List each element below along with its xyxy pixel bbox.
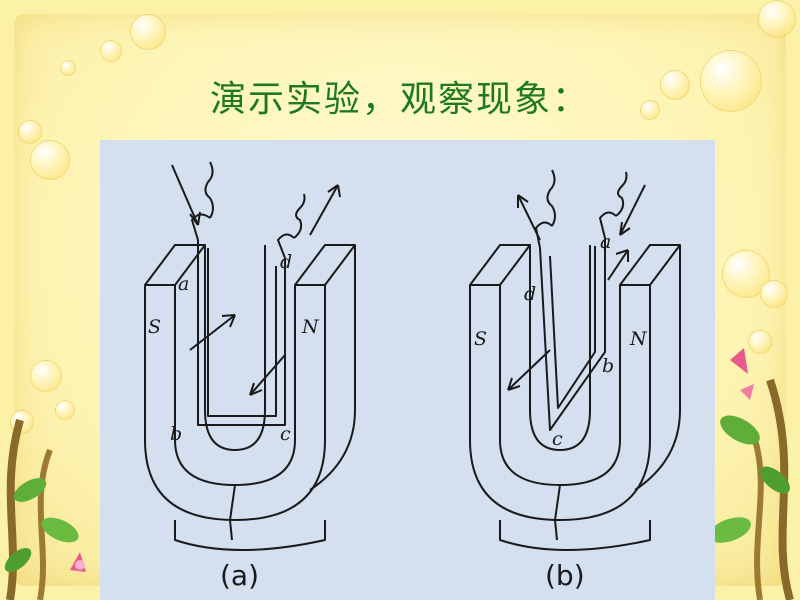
magnet-experiment-figure: a d b c S N a d b c S N (a) (b) (100, 140, 715, 600)
label-a-panel-b: a (600, 231, 611, 253)
bubble-decoration (700, 50, 762, 112)
bubble-decoration (55, 400, 75, 420)
bubble-decoration (30, 140, 70, 180)
bubble-decoration (748, 330, 772, 354)
label-c-panel-b: c (552, 428, 563, 450)
bubble-decoration (30, 360, 62, 392)
label-S-panel-a: S (148, 316, 161, 338)
label-N-panel-a: N (301, 316, 320, 338)
bubble-decoration (758, 0, 796, 38)
slide-title: 演示实验，观察现象： (209, 79, 590, 120)
label-d-panel-a: d (280, 251, 292, 273)
panel-a-diagram (144, 161, 356, 551)
caption-panel-a: (a) (220, 559, 259, 592)
bubble-decoration (760, 280, 788, 308)
bubble-decoration (640, 100, 660, 120)
label-N-panel-b: N (629, 328, 648, 350)
bubble-decoration (660, 70, 690, 100)
label-d-panel-b: d (524, 283, 536, 305)
bubble-decoration (100, 40, 122, 62)
caption-panel-b: (b) (545, 559, 585, 592)
label-c-panel-a: c (280, 423, 291, 445)
panel-b-diagram (469, 169, 681, 551)
magnet-diagram: a d b c S N a d b c S N (a) (b) (144, 161, 681, 592)
bubble-decoration (130, 14, 166, 50)
label-S-panel-b: S (474, 328, 487, 350)
bubble-decoration (18, 120, 42, 144)
vine-left-decoration (4, 418, 86, 600)
bubble-decoration (60, 60, 76, 76)
vine-right-decoration (708, 348, 794, 600)
label-b-panel-b: b (602, 355, 614, 377)
label-a-panel-a: a (178, 273, 189, 295)
label-b-panel-a: b (170, 423, 182, 445)
